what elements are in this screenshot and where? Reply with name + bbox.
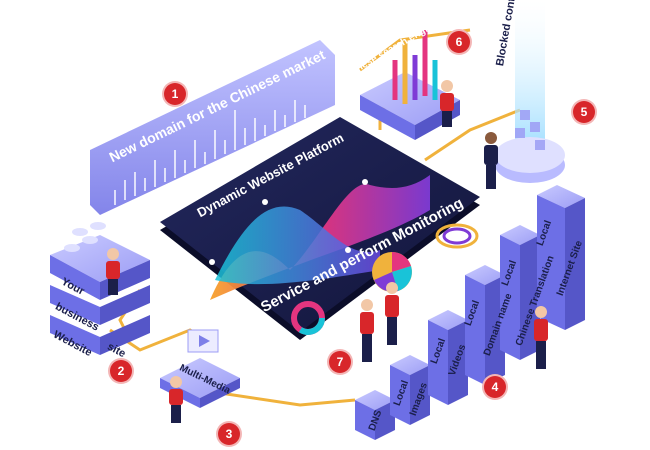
platform-board xyxy=(160,117,480,340)
person-icon xyxy=(106,248,120,295)
blocked-content-block xyxy=(495,110,565,183)
step-badge-4: 4 xyxy=(484,376,506,398)
domain-banner xyxy=(90,40,335,215)
person-icon xyxy=(484,132,498,189)
person-icon xyxy=(440,80,454,127)
videos-block xyxy=(428,310,468,405)
person-icon xyxy=(360,299,374,362)
internet-site-block xyxy=(537,185,585,330)
person-icon xyxy=(169,376,183,423)
person-figures xyxy=(106,80,548,423)
multimedia-block xyxy=(160,329,240,408)
search-bars xyxy=(392,30,438,104)
step-badge-3: 3 xyxy=(218,423,240,445)
images-block xyxy=(390,355,430,425)
step-badge-5: 5 xyxy=(573,101,595,123)
step-badge-6: 6 xyxy=(448,31,470,53)
business-stack xyxy=(50,222,150,355)
translation-block xyxy=(500,225,540,360)
step-badge-7: 7 xyxy=(329,351,351,373)
person-icon xyxy=(385,282,399,345)
step-badge-2: 2 xyxy=(110,360,132,382)
staircase-blocks xyxy=(355,185,585,440)
ring-gauge-icon xyxy=(435,223,479,249)
donut-chart-icon xyxy=(291,301,325,335)
step-badge-1: 1 xyxy=(164,83,186,105)
person-icon xyxy=(534,306,548,369)
